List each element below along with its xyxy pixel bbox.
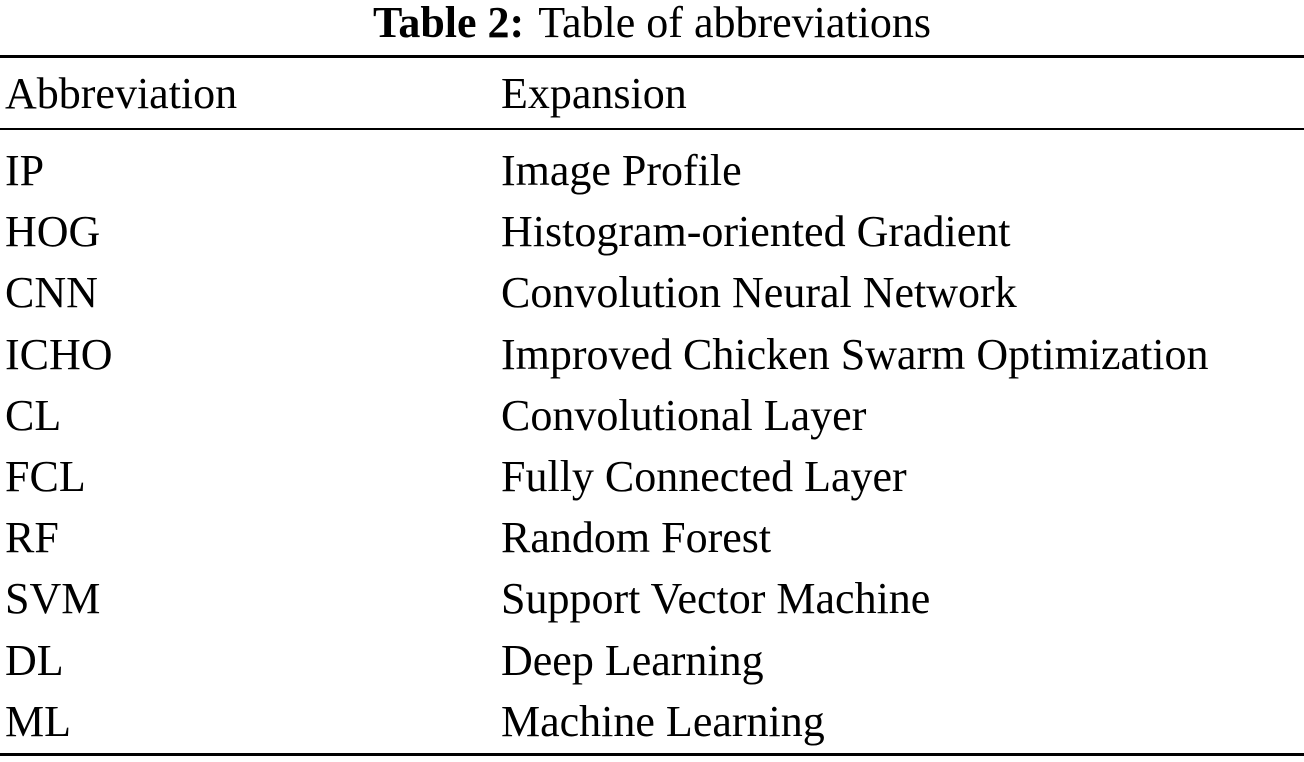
expansion-cell: Image Profile [501, 146, 742, 195]
table-row: CL Convolutional Layer [0, 385, 1304, 446]
caption-text: Table of abbreviations [538, 0, 931, 47]
table-row: SVM Support Vector Machine [0, 568, 1304, 629]
table-row: HOG Histogram-oriented Gradient [0, 201, 1304, 262]
table-caption: Table 2: Table of abbreviations [0, 0, 1304, 52]
top-rule [0, 55, 1304, 58]
header-abbreviation: Abbreviation [5, 69, 238, 118]
abbreviation-cell: ICHO [5, 329, 113, 379]
table-row: FCL Fully Connected Layer [0, 446, 1304, 507]
header-expansion: Expansion [501, 69, 687, 118]
abbreviation-cell: RF [5, 513, 59, 563]
table-row: CNN Convolution Neural Network [0, 262, 1304, 323]
expansion-cell: Support Vector Machine [501, 574, 931, 624]
abbreviation-cell: SVM [5, 574, 101, 624]
table-row: ICHO Improved Chicken Swarm Optimization [0, 324, 1304, 385]
table-row: DL Deep Learning [0, 630, 1304, 691]
abbreviation-cell: CNN [5, 268, 98, 318]
table-row: RF Random Forest [0, 507, 1304, 568]
table-row: IP Image Profile [0, 140, 1304, 201]
bottom-rule [0, 753, 1304, 756]
expansion-cell: Improved Chicken Swarm Optimization [501, 329, 1209, 379]
expansion-cell: Machine Learning [501, 696, 825, 746]
table-row: ML Machine Learning [0, 691, 1304, 752]
header-rule [0, 128, 1304, 130]
abbreviation-cell: DL [5, 635, 64, 685]
abbreviation-cell: CL [5, 390, 62, 440]
expansion-cell: Fully Connected Layer [501, 451, 907, 501]
table-header-row: Abbreviation Expansion [0, 65, 1304, 123]
caption-label: Table 2: [373, 0, 525, 47]
abbreviation-cell: FCL [5, 451, 86, 501]
abbreviation-cell: HOG [5, 207, 101, 257]
expansion-cell: Random Forest [501, 513, 772, 563]
abbreviation-cell: IP [5, 146, 45, 195]
table-body: IP Image Profile HOG Histogram-oriented … [0, 140, 1304, 752]
expansion-cell: Convolutional Layer [501, 390, 867, 440]
expansion-cell: Convolution Neural Network [501, 268, 1017, 318]
expansion-cell: Deep Learning [501, 635, 764, 685]
abbreviation-cell: ML [5, 696, 71, 746]
expansion-cell: Histogram-oriented Gradient [501, 207, 1011, 257]
